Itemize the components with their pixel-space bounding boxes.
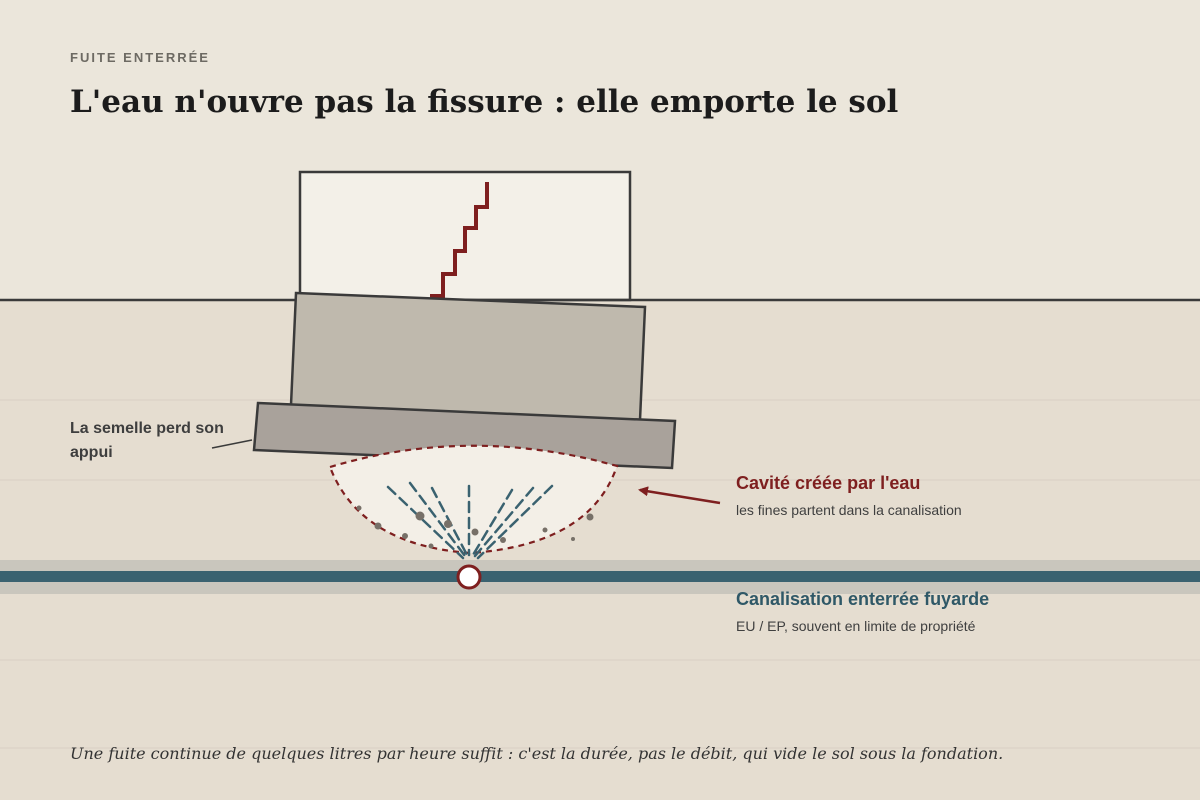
- soil-cavity: [328, 444, 619, 555]
- foundation-sole: [252, 401, 677, 470]
- stair-step-crack: [430, 182, 489, 298]
- footnote: Une fuite continue de quelques litres pa…: [70, 744, 1004, 763]
- leaking-pipe: [0, 571, 1200, 582]
- sole-leader-line: [211, 439, 253, 449]
- sole-label: La semelle perd son appui: [70, 420, 224, 461]
- pipe-label-subtitle: EU / EP, souvent en limite de propriété: [736, 618, 976, 634]
- cavity-arrow: [638, 486, 721, 505]
- leak-point: [456, 564, 482, 590]
- cavity-label-title: Cavité créée par l'eau: [736, 473, 921, 493]
- kicker: FUITE ENTERRÉE: [70, 50, 210, 65]
- page-title: L'eau n'ouvre pas la fissure : elle empo…: [70, 84, 899, 120]
- foundation-wall: [289, 291, 647, 422]
- soil-fines-particles: [356, 505, 594, 549]
- cavity-label-subtitle: les fines partent dans la canalisation: [736, 502, 962, 518]
- pipe-label-title: Canalisation enterrée fuyarde: [736, 589, 990, 609]
